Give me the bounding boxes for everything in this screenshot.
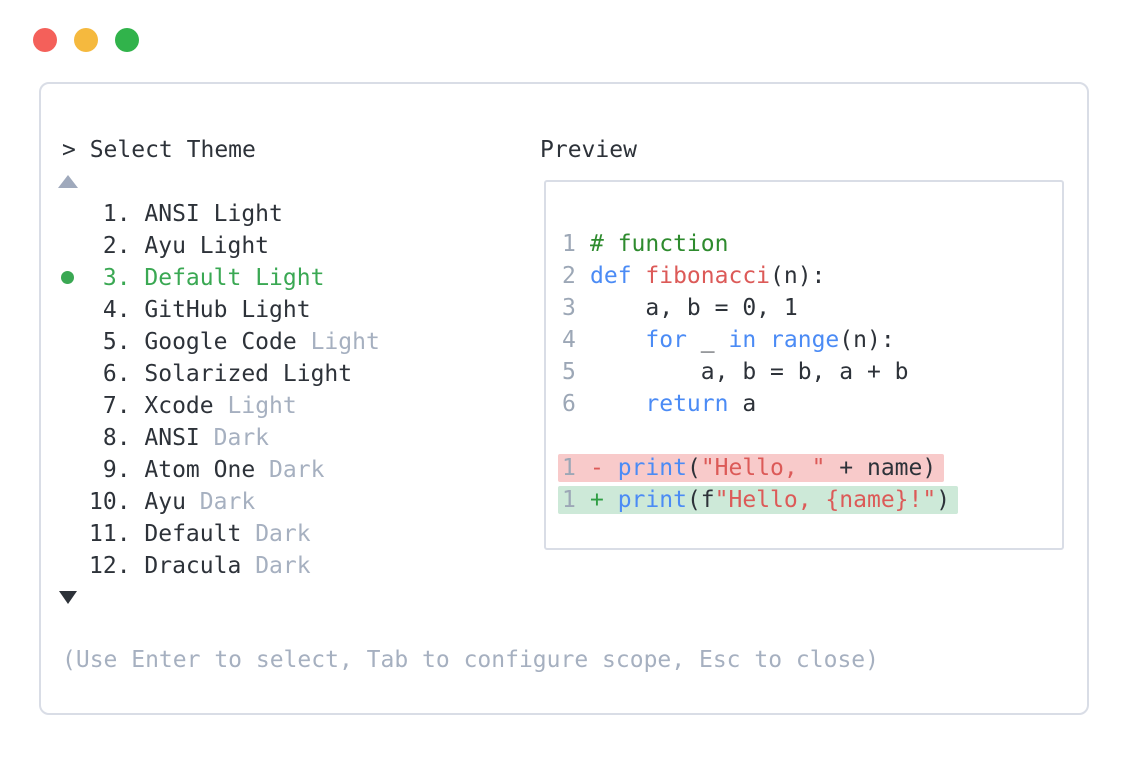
theme-option-github-light[interactable]: 4. GitHub Light bbox=[41, 294, 501, 326]
theme-option-name: Default bbox=[144, 521, 242, 547]
line-number: 5 bbox=[562, 359, 576, 385]
theme-option-xcode-light[interactable]: 7. Xcode Light bbox=[41, 390, 501, 422]
theme-option-name: Google Code bbox=[144, 329, 297, 355]
theme-option-name: Default bbox=[144, 265, 242, 291]
theme-option-variant: Light bbox=[310, 329, 380, 355]
minimize-button[interactable] bbox=[74, 28, 98, 52]
theme-option-name: ANSI bbox=[144, 425, 200, 451]
selected-theme-dot bbox=[61, 271, 74, 284]
theme-option-name: ANSI bbox=[144, 201, 200, 227]
theme-option-ayu-light[interactable]: 2. Ayu Light bbox=[41, 230, 501, 262]
theme-option-variant: Light bbox=[241, 297, 311, 323]
theme-option-variant: Dark bbox=[255, 521, 311, 547]
theme-option-variant: Dark bbox=[255, 553, 311, 579]
theme-option-dracula-dark[interactable]: 12. Dracula Dark bbox=[41, 550, 501, 582]
theme-option-number: 12. bbox=[89, 553, 145, 579]
theme-picker-panel: > Select Theme Preview 1. ANSI Light 2. … bbox=[39, 82, 1089, 715]
code-line: 6 return a bbox=[562, 391, 757, 417]
theme-option-variant: Dark bbox=[213, 425, 270, 451]
theme-option-variant: Dark bbox=[199, 489, 256, 515]
code-line: 3 a, b = 0, 1 bbox=[562, 295, 798, 321]
preview-title: Preview bbox=[540, 137, 637, 163]
theme-option-name: Ayu bbox=[144, 489, 186, 515]
theme-option-name: Solarized bbox=[144, 361, 270, 387]
line-number: 1 bbox=[562, 231, 576, 257]
line-number: 2 bbox=[562, 263, 576, 289]
keyboard-hint: (Use Enter to select, Tab to configure s… bbox=[62, 647, 879, 673]
theme-option-name: Dracula bbox=[144, 553, 242, 579]
theme-option-number: 4. bbox=[89, 297, 145, 323]
theme-option-variant: Light bbox=[255, 265, 325, 291]
theme-option-default-dark[interactable]: 11. Default Dark bbox=[41, 518, 501, 550]
theme-option-name: Atom One bbox=[144, 457, 256, 483]
close-button[interactable] bbox=[33, 28, 57, 52]
theme-option-ansi-dark[interactable]: 8. ANSI Dark bbox=[41, 422, 501, 454]
theme-select-prompt: > Select Theme bbox=[62, 137, 256, 163]
line-number: 1 bbox=[562, 487, 576, 513]
code-line-added: 1+ print(f"Hello, {name}!") bbox=[558, 484, 1062, 516]
theme-option-variant: Dark bbox=[269, 457, 325, 483]
theme-option-ansi-light[interactable]: 1. ANSI Light bbox=[41, 198, 501, 230]
theme-option-variant: Light bbox=[227, 393, 297, 419]
line-number: 3 bbox=[562, 295, 576, 321]
code-line-removed: 1- print("Hello, " + name) bbox=[558, 452, 1062, 484]
theme-option-number: 7. bbox=[89, 393, 145, 419]
scroll-up-icon[interactable] bbox=[58, 175, 78, 188]
line-number: 6 bbox=[562, 391, 576, 417]
line-number: 1 bbox=[562, 455, 576, 481]
theme-option-number: 3. bbox=[89, 265, 145, 291]
theme-option-number: 2. bbox=[89, 233, 145, 259]
theme-option-variant: Light bbox=[213, 201, 283, 227]
theme-option-ayu-dark[interactable]: 10. Ayu Dark bbox=[41, 486, 501, 518]
code-line: 4 for _ in range(n): bbox=[562, 327, 895, 353]
theme-option-variant: Light bbox=[282, 361, 353, 387]
theme-option-variant: Light bbox=[199, 233, 270, 259]
theme-option-number: 1. bbox=[89, 201, 145, 227]
theme-option-solarized-light[interactable]: 6. Solarized Light bbox=[41, 358, 501, 390]
theme-list: 1. ANSI Light 2. Ayu Light 3. Default Li… bbox=[41, 198, 501, 582]
theme-option-atom-one-dark[interactable]: 9. Atom One Dark bbox=[41, 454, 501, 486]
zoom-button[interactable] bbox=[115, 28, 139, 52]
theme-option-number: 11. bbox=[89, 521, 145, 547]
theme-option-number: 10. bbox=[89, 489, 145, 515]
theme-option-name: Ayu bbox=[144, 233, 186, 259]
theme-option-name: Xcode bbox=[144, 393, 214, 419]
theme-option-number: 5. bbox=[89, 329, 145, 355]
theme-option-default-light[interactable]: 3. Default Light bbox=[41, 262, 501, 294]
theme-option-name: GitHub bbox=[144, 297, 228, 323]
theme-option-number: 8. bbox=[89, 425, 145, 451]
line-number: 4 bbox=[562, 327, 576, 353]
code-line bbox=[562, 420, 1062, 452]
theme-option-number: 9. bbox=[89, 457, 145, 483]
scroll-down-icon[interactable] bbox=[59, 591, 77, 604]
code-line: 5 a, b = b, a + b bbox=[562, 359, 909, 385]
theme-option-google-code-light[interactable]: 5. Google Code Light bbox=[41, 326, 501, 358]
window-controls bbox=[33, 28, 139, 52]
code-line: 1# function bbox=[562, 231, 729, 257]
theme-option-number: 6. bbox=[89, 361, 145, 387]
